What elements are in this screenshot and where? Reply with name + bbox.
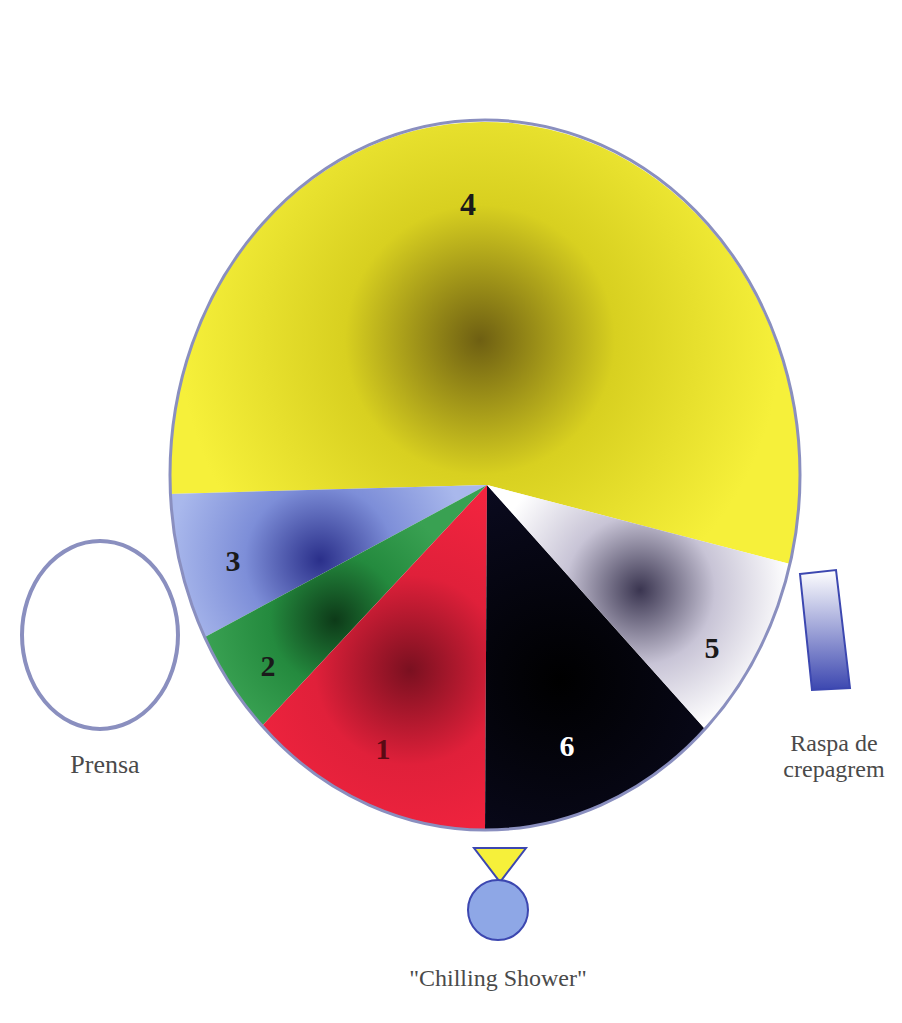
roll-outline <box>170 120 800 830</box>
callout-number: 1 <box>376 732 391 765</box>
sector-5 <box>487 485 790 729</box>
shower-spray <box>474 848 526 882</box>
press-roll <box>22 541 178 729</box>
part-label: Raspa de crepagrem <box>772 730 896 783</box>
callout-number: 2 <box>261 649 276 682</box>
part-label: Prensa <box>70 751 139 780</box>
callout-number: 6 <box>560 729 575 762</box>
callout-number: 3 <box>226 544 241 577</box>
part-label: "Chilling Shower" <box>409 965 587 991</box>
callout-number: 4 <box>460 187 476 222</box>
creping-blade <box>800 570 850 690</box>
callout-number: 5 <box>705 631 720 664</box>
shower-nozzle <box>468 880 528 940</box>
sector-1 <box>262 485 487 830</box>
